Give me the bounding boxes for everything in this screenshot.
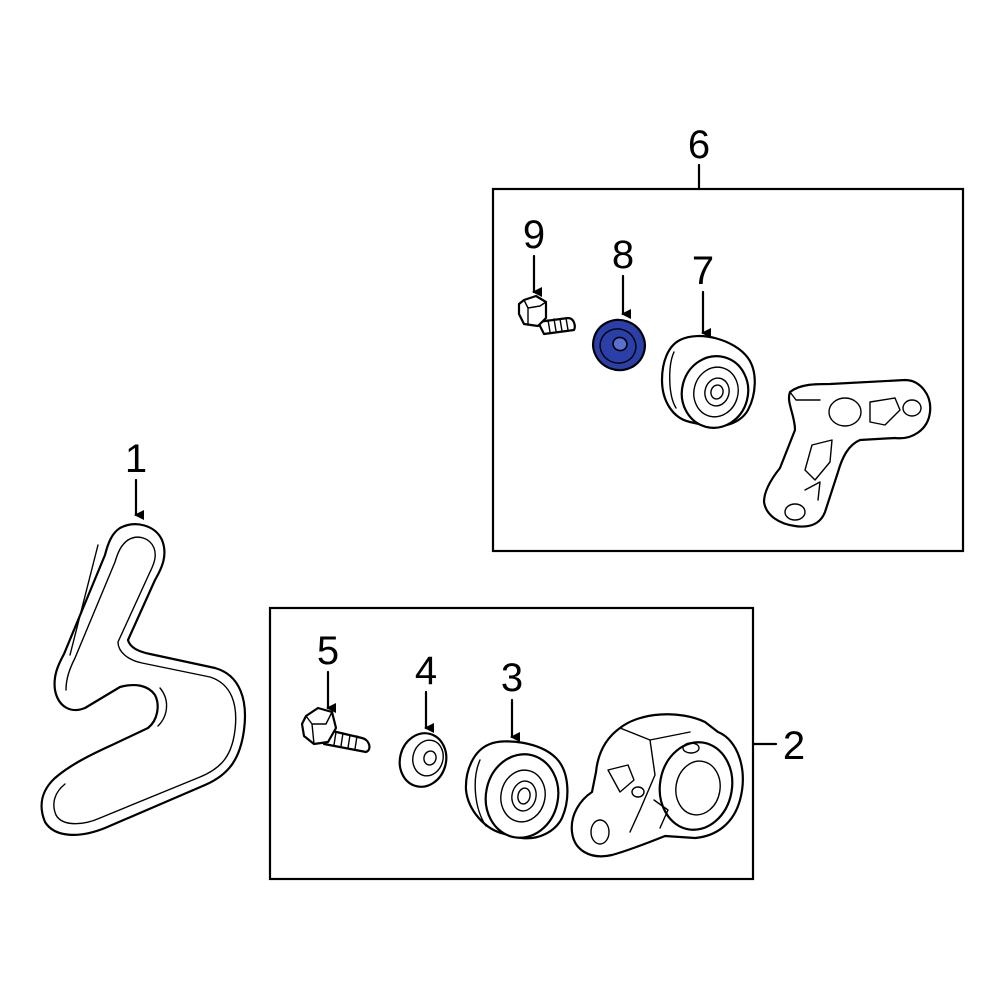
callout-9: 9: [523, 213, 545, 257]
callout-1: 1: [125, 437, 147, 481]
callout-2: 2: [783, 724, 805, 768]
tensioner-bolt-icon: [300, 706, 371, 754]
tensioner-body-icon: [570, 713, 744, 858]
serpentine-belt-icon: [40, 523, 247, 836]
callout-5: 5: [317, 629, 339, 673]
idler-assembly-box: [491, 187, 965, 553]
pulley-dust-cover-icon: [592, 318, 646, 372]
idler-bracket-icon: [762, 378, 932, 528]
callout-8: 8: [612, 233, 634, 277]
callout-6: 6: [688, 123, 710, 167]
callout-4: 4: [415, 649, 437, 693]
tensioner-pulley-icon: [464, 740, 569, 840]
callout-3: 3: [501, 656, 523, 700]
callout-7: 7: [692, 249, 714, 293]
dust-cover-washer-icon: [398, 732, 448, 788]
idler-bolt-icon: [517, 294, 576, 336]
idler-pulley-icon: [660, 335, 756, 429]
